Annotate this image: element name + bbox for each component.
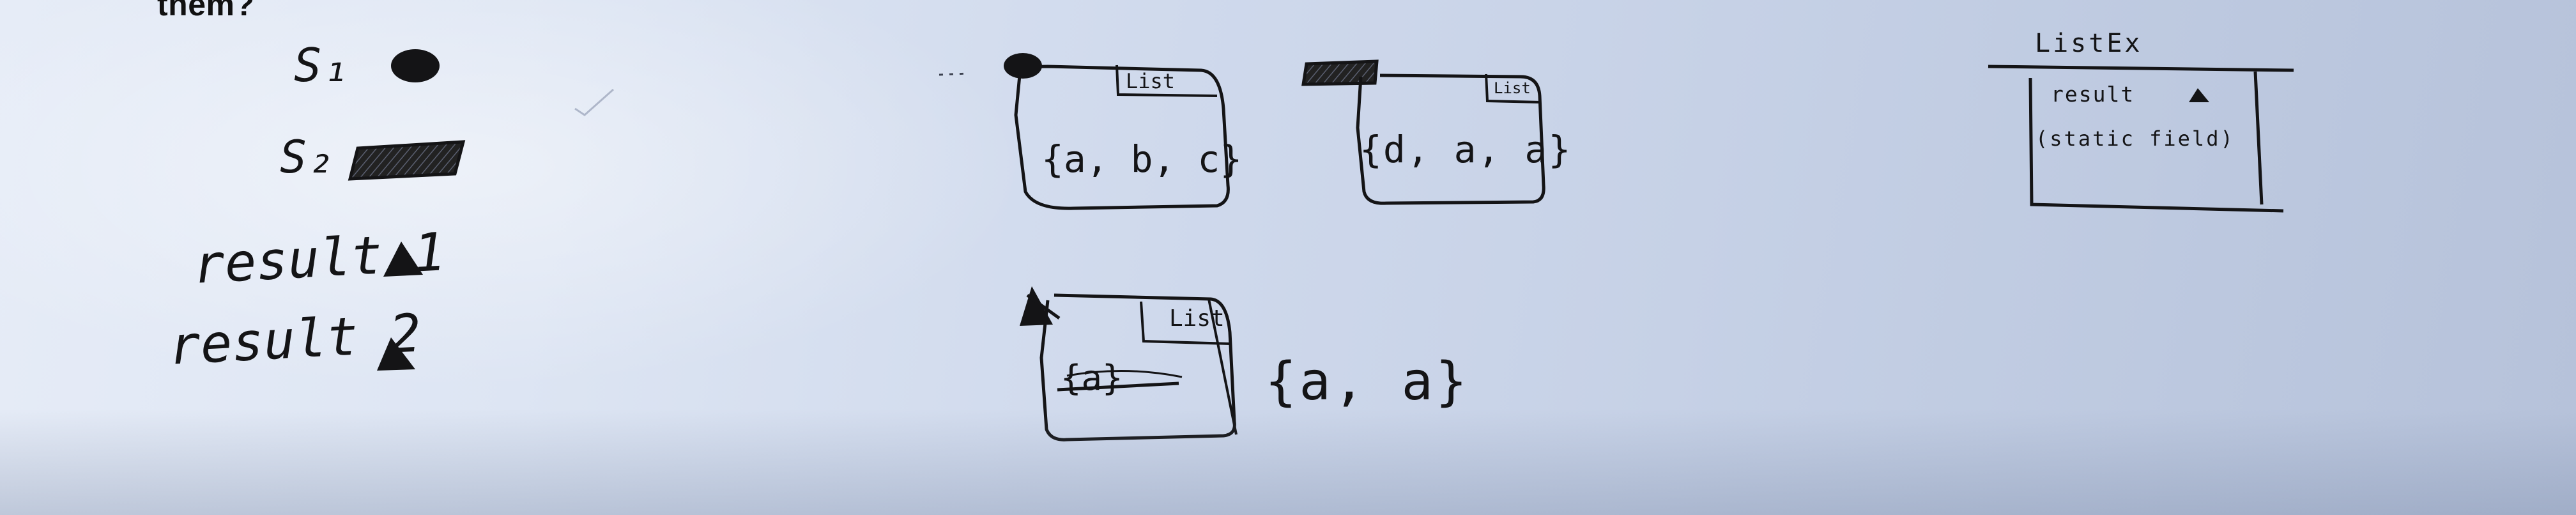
list-box-1-contents: {a, b, c} — [1041, 137, 1243, 181]
printed-heading: them? — [157, 0, 255, 22]
list-box-1-tag: List — [1126, 69, 1176, 93]
faint-checkmark — [574, 88, 614, 116]
list-box-3 — [1020, 286, 1238, 442]
result2-triangle-marker — [377, 337, 415, 371]
s2-hatched-marker — [348, 140, 466, 181]
listex-field-note: (static field) — [2035, 127, 2235, 151]
list-box-2-contents: {d, a, a} — [1360, 128, 1572, 171]
s1-circle-marker — [391, 49, 440, 82]
list-box-1 — [939, 53, 1230, 210]
listex-field-result: result — [2051, 82, 2135, 107]
listex-class-box — [1988, 65, 2294, 213]
list-box-2 — [1301, 59, 1545, 205]
list-box-3-new-contents: {a, a} — [1265, 351, 1470, 412]
list-box-3-tag: List — [1169, 305, 1225, 332]
list-box-3-contents-struck: {a} — [1061, 358, 1123, 398]
listex-class-title: ListEx — [2035, 29, 2143, 58]
legend-s1-label: S₁ — [294, 38, 349, 92]
legend-s2-label: S₂ — [280, 131, 334, 183]
result1-triangle-marker — [383, 242, 423, 277]
list-box-2-tag: List — [1494, 79, 1531, 97]
